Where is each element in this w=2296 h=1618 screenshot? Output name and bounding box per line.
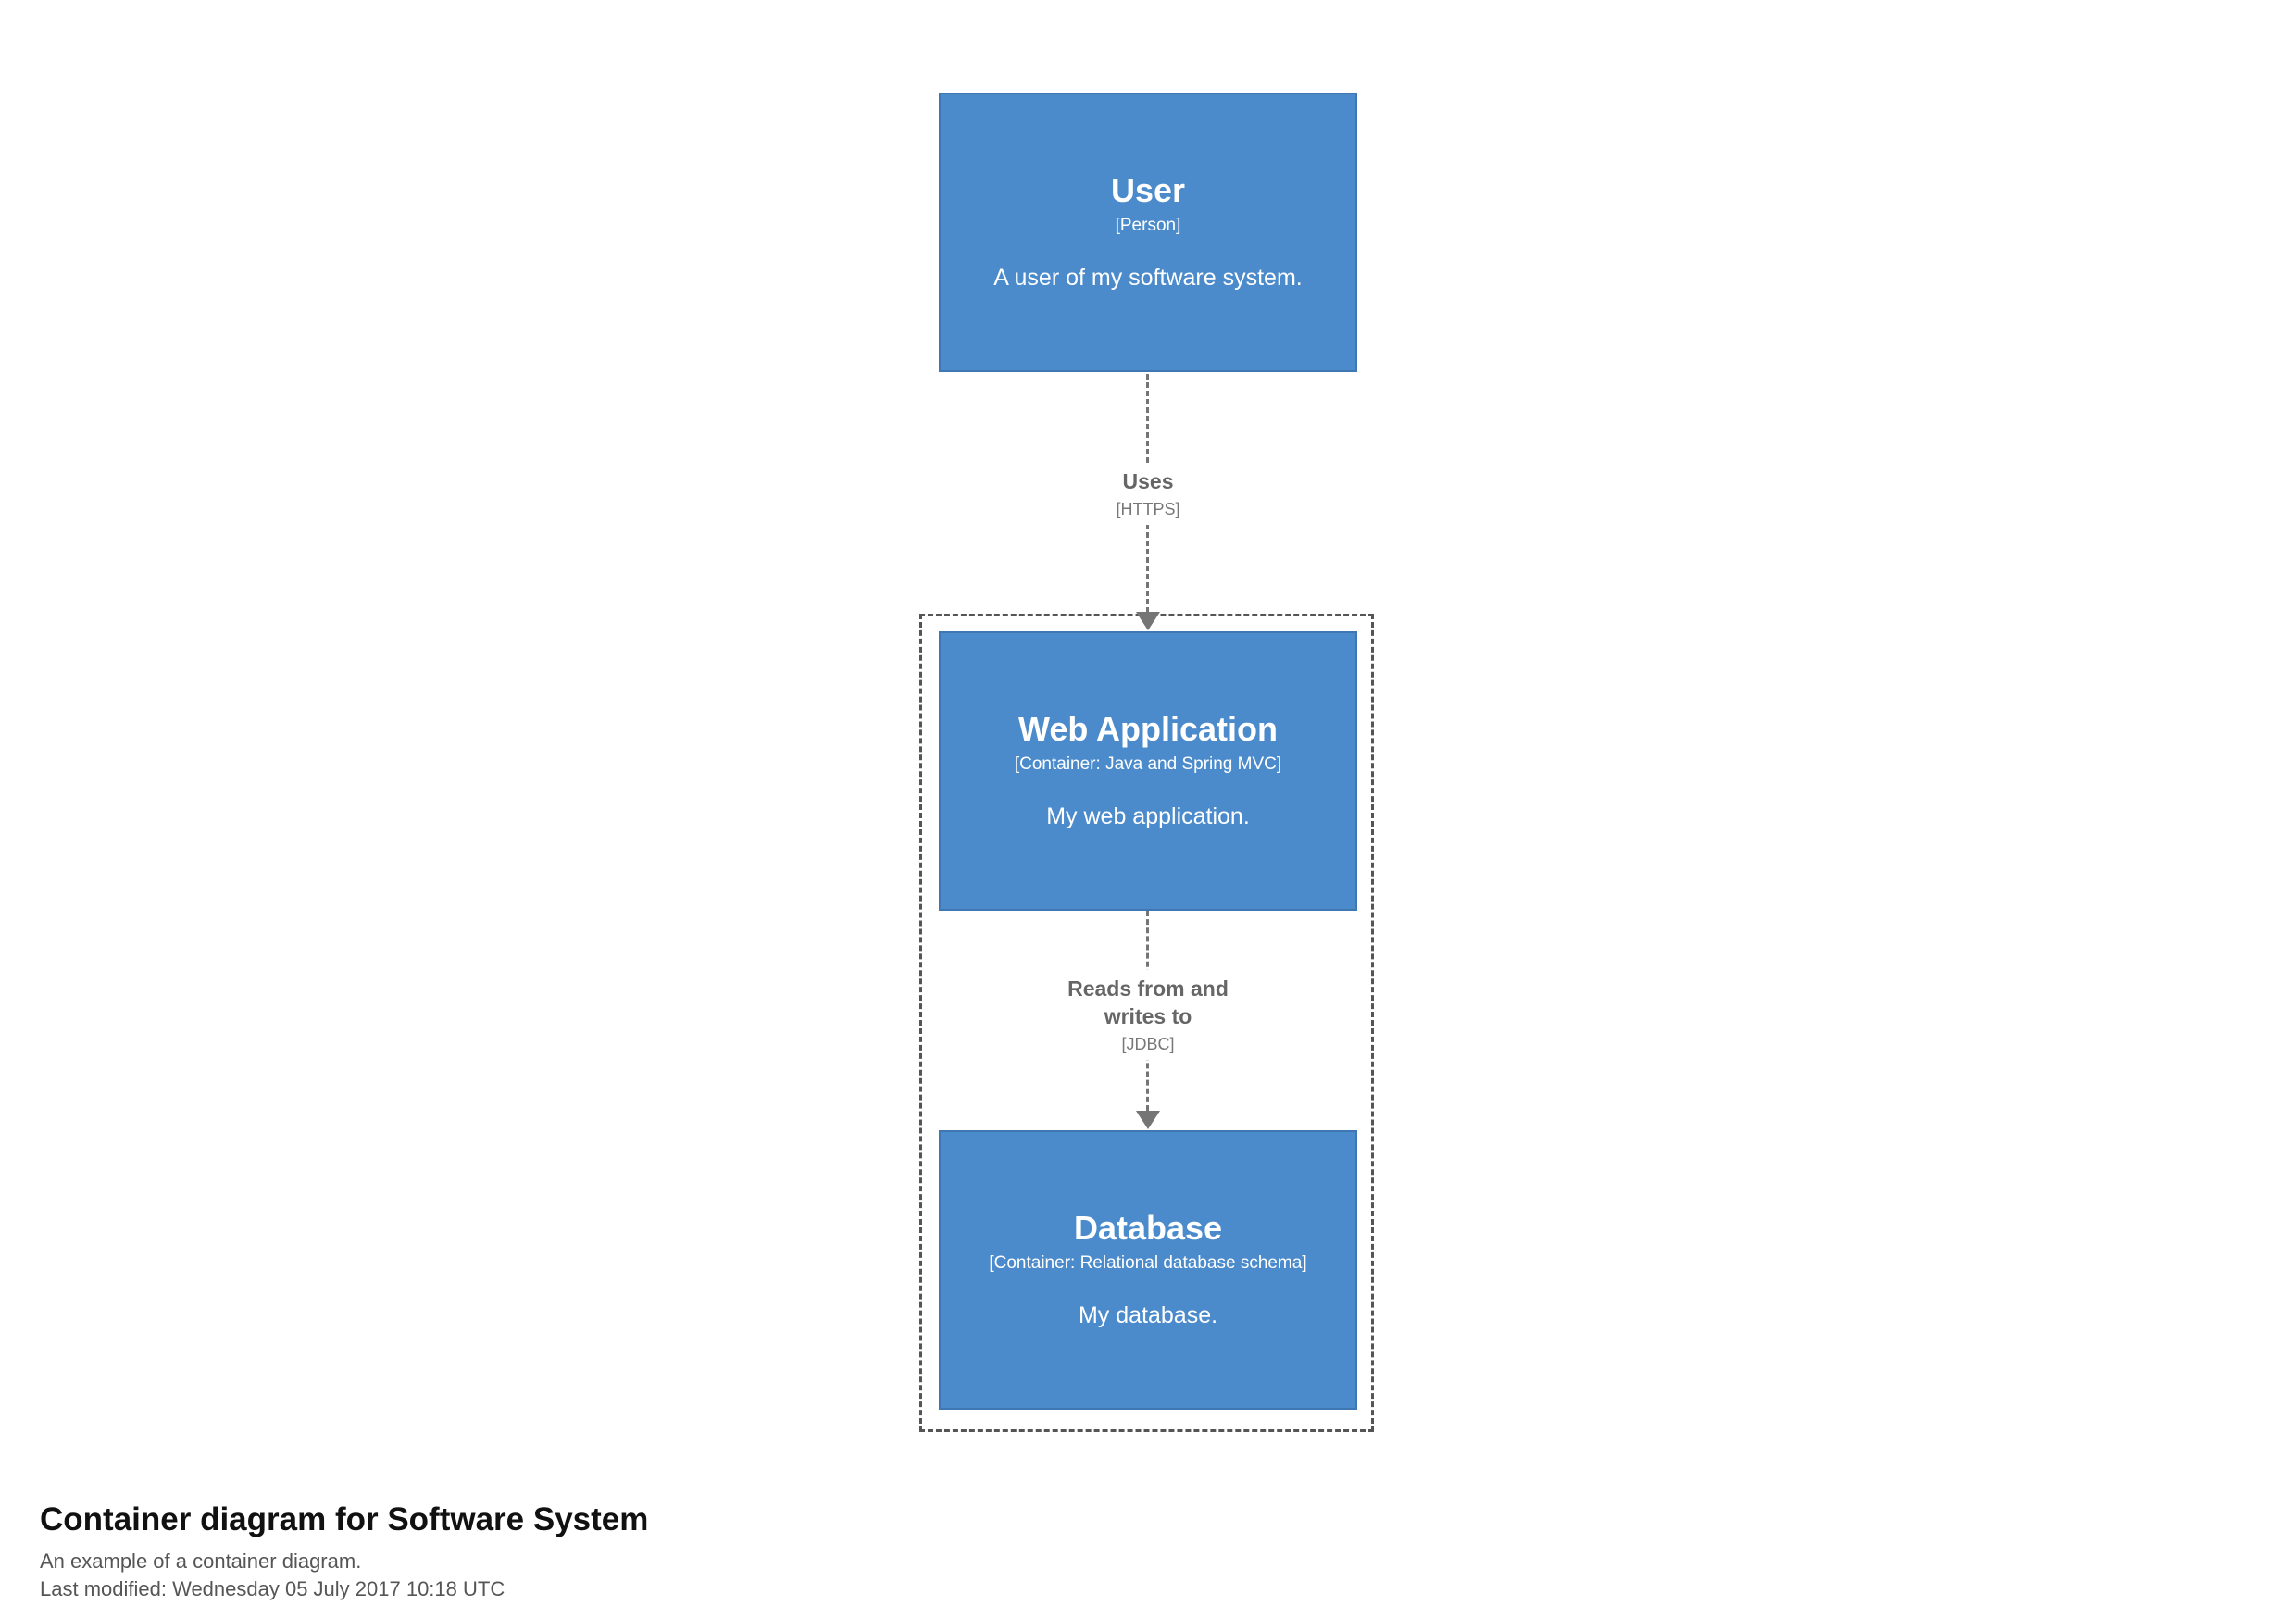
reads-writes-label-text: Reads from and writes to <box>1067 977 1229 1028</box>
uses-label-text: Uses <box>1122 469 1174 493</box>
web-application-node-description: My web application. <box>1046 803 1250 830</box>
diagram-subtitle: An example of a container diagram. <box>40 1550 362 1573</box>
user-node-description: A user of my software system. <box>993 265 1303 292</box>
reads-writes-label-technology: [JDBC] <box>1121 1034 1175 1053</box>
web-application-container-node: Web Application [Container: Java and Spr… <box>939 631 1357 911</box>
uses-arrowhead-icon <box>1136 612 1160 630</box>
diagram-last-modified: Last modified: Wednesday 05 July 2017 10… <box>40 1576 505 1600</box>
uses-label-technology: [HTTPS] <box>1116 499 1180 518</box>
web-application-node-title: Web Application <box>1017 710 1278 749</box>
reads-writes-relationship-label: Reads from and writes to [JDBC] <box>1033 970 1263 1060</box>
uses-relationship-label: Uses [HTTPS] <box>1103 463 1193 525</box>
database-node-meta: [Container: Relational database schema] <box>989 1252 1307 1273</box>
user-node-title: User <box>1110 171 1186 210</box>
user-person-node: User [Person] A user of my software syst… <box>939 93 1357 372</box>
reads-writes-arrowhead-icon <box>1136 1111 1160 1129</box>
web-application-node-meta: [Container: Java and Spring MVC] <box>1014 753 1282 774</box>
database-container-node: Database [Container: Relational database… <box>939 1130 1357 1410</box>
database-node-description: My database. <box>1078 1302 1218 1329</box>
diagram-footer: Container diagram for Software System An… <box>40 1501 648 1602</box>
database-node-title: Database <box>1073 1209 1223 1248</box>
user-node-meta: [Person] <box>1115 215 1181 235</box>
diagram-title: Container diagram for Software System <box>40 1501 649 1537</box>
